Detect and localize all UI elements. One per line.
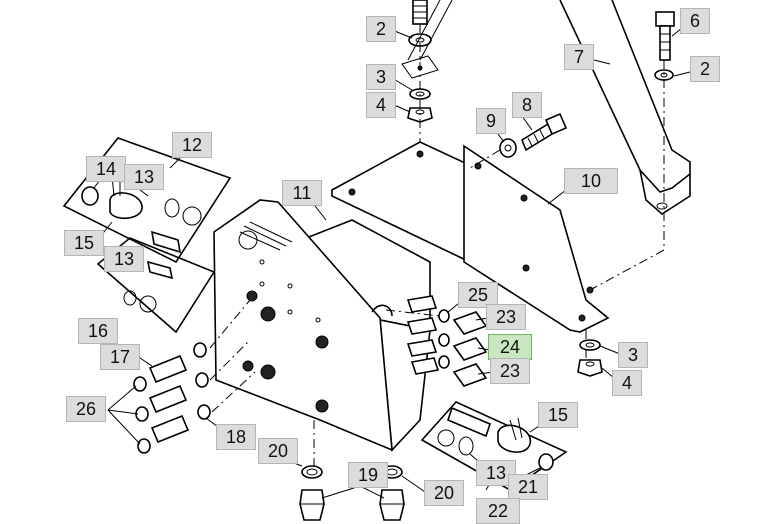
callout-13-right[interactable]: 13 (476, 460, 516, 486)
callout-18[interactable]: 18 (216, 424, 256, 450)
callout-2-right[interactable]: 2 (690, 56, 720, 82)
callout-24-highlighted[interactable]: 24 (488, 334, 532, 360)
callout-19[interactable]: 19 (348, 462, 388, 488)
callout-8[interactable]: 8 (512, 92, 542, 118)
bottom-fittings (299, 465, 405, 521)
callout-3-top[interactable]: 3 (366, 64, 396, 90)
callout-25[interactable]: 25 (458, 282, 498, 308)
right-fittings (385, 309, 488, 387)
callout-7[interactable]: 7 (564, 44, 594, 70)
callout-13-left-mid[interactable]: 13 (104, 246, 144, 272)
callout-21[interactable]: 21 (508, 474, 548, 500)
top-bolt-stack (401, 0, 439, 150)
callout-13-left-top[interactable]: 13 (124, 164, 164, 190)
callout-6[interactable]: 6 (680, 8, 710, 34)
callout-12[interactable]: 12 (172, 132, 212, 158)
callout-3-right[interactable]: 3 (618, 342, 648, 368)
callout-20-right[interactable]: 20 (424, 480, 464, 506)
callout-9[interactable]: 9 (476, 108, 506, 134)
bracket-arm (407, 0, 691, 291)
callout-15-right[interactable]: 15 (538, 402, 578, 428)
callout-4-top[interactable]: 4 (366, 92, 396, 118)
mounting-bracket (331, 112, 610, 377)
callout-16[interactable]: 16 (78, 318, 118, 344)
callout-20-left[interactable]: 20 (258, 438, 298, 464)
callout-10[interactable]: 10 (564, 168, 618, 194)
callout-4-right[interactable]: 4 (612, 370, 642, 396)
callout-11[interactable]: 11 (282, 180, 322, 206)
left-fittings (133, 299, 256, 454)
callout-2-top[interactable]: 2 (366, 16, 396, 42)
callout-15-left[interactable]: 15 (64, 230, 104, 256)
valve-block (213, 199, 440, 470)
right-solenoid-group (420, 401, 568, 491)
callout-23-top[interactable]: 23 (486, 304, 526, 330)
callout-26[interactable]: 26 (66, 396, 106, 422)
callout-22[interactable]: 22 (476, 498, 520, 524)
callout-17[interactable]: 17 (100, 344, 140, 370)
callout-23-bottom[interactable]: 23 (490, 358, 530, 384)
callout-14[interactable]: 14 (86, 156, 126, 182)
